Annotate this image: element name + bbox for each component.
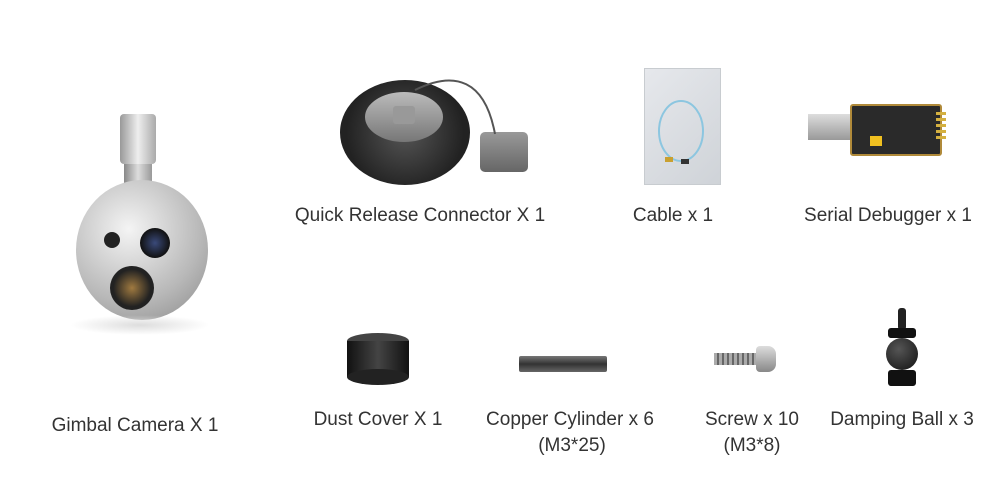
gimbal-camera-label: Gimbal Camera X 1	[51, 415, 219, 436]
dust-cover-label: Dust Cover X 1	[313, 409, 443, 430]
cable-bag-image	[644, 68, 721, 185]
damping-ball-label: Damping Ball x 3	[830, 409, 974, 430]
copper-cylinder-spec: (M3*25)	[538, 435, 606, 456]
damping-ball-image	[882, 308, 922, 388]
cable-label: Cable x 1	[632, 205, 714, 226]
copper-cylinder-label: Copper Cylinder x 6	[486, 409, 654, 430]
dust-cover-image	[347, 333, 409, 385]
serial-debugger-label: Serial Debugger x 1	[804, 205, 972, 226]
quick-release-connector-image	[335, 70, 535, 190]
copper-cylinder-image	[519, 356, 607, 372]
screw-image	[714, 346, 776, 372]
gimbal-camera-image	[60, 110, 220, 340]
screw-label: Screw x 10	[705, 409, 799, 430]
serial-debugger-image	[808, 100, 948, 156]
quick-release-connector-label: Quick Release Connector X 1	[294, 205, 546, 226]
screw-spec: (M3*8)	[723, 435, 781, 456]
